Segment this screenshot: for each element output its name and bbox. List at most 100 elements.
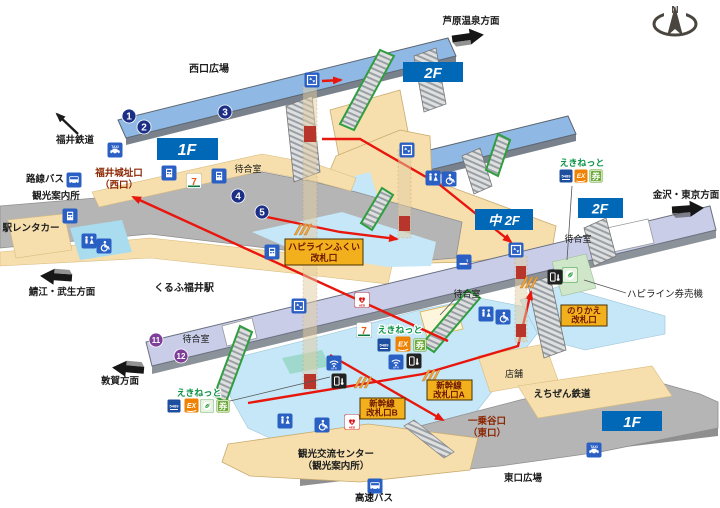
ticket-machine-icon-info: [62, 208, 78, 224]
toilet-icon-west: [81, 233, 97, 249]
ticket-machine-icon-hapiline: [264, 244, 280, 260]
gate-label-line1: ハピラインふくい: [288, 241, 360, 252]
east-ramp: [403, 419, 455, 459]
toilet-icon-mezzanine: [425, 170, 441, 186]
elevator-icon-platform-b: [399, 142, 415, 158]
direction-tsuruga: 敦賀方面: [101, 359, 145, 387]
tourist-center-label-line1: 観光交流センター: [298, 448, 374, 460]
gate-label-line1: 新幹線: [369, 399, 395, 409]
direction-awara: 芦原温泉方面: [442, 15, 500, 48]
west-exit-label-line1: 福井城址口: [94, 167, 143, 179]
escalator-platform-b: [484, 132, 512, 178]
platform-badge-12: 12: [173, 348, 189, 364]
wheelchair-icon-transfer: [495, 309, 511, 325]
ticket-icon: [589, 169, 603, 183]
waiting-room-leader: [439, 298, 456, 316]
route-platform-a: [321, 76, 343, 85]
tourist-center-floor: [221, 423, 479, 483]
gate-label-line1: 新幹線: [436, 381, 462, 391]
aed-icon-platform: [354, 292, 370, 308]
wheelchair-icon-west: [96, 238, 112, 254]
direction-label: 福井鉄道: [55, 134, 95, 146]
wifi-icon-center: [388, 354, 404, 370]
gate-label-line2: 改札口: [571, 315, 597, 325]
platform-badge-3: 3: [217, 104, 233, 120]
platform-number: 3: [222, 108, 228, 119]
car-rental-area: [7, 213, 73, 259]
east-exit-label-line1: 一乗谷口: [468, 415, 506, 427]
platform-number: 12: [177, 352, 186, 361]
ekinet-label: えきねっと: [177, 388, 222, 398]
gate-label-line2: 改札口: [310, 252, 337, 263]
floor-label-east-1f: 1F: [602, 411, 662, 431]
tvm-5489-icon: [377, 338, 391, 352]
gate-label-line1: のりかえ: [567, 306, 601, 316]
direction-label: 鯖江・武生方面: [28, 286, 96, 298]
ticket-machine-icon-west1: [161, 165, 177, 181]
elevator-car: [399, 216, 410, 231]
hapiline-tvm-label: ハピライン券売機: [627, 288, 704, 300]
toilet-icon-transfer: [478, 306, 494, 322]
waiting-room-label-east: 待合室: [564, 233, 591, 244]
taxi-icon-east: [586, 442, 602, 458]
machine-operation-icon-transfer: [547, 269, 563, 285]
ekinet-group-center: えきねっと: [376, 324, 427, 352]
arrow-upleft-icon: [55, 112, 79, 135]
elevator-car: [304, 126, 316, 142]
car-rental-label: 駅レンタカー: [2, 222, 59, 234]
machine-operation-icon-center: [406, 353, 422, 369]
ekinet-group-topright: えきねっと: [558, 157, 606, 261]
platform-number: 11: [152, 336, 161, 345]
stairs-transfer: [527, 275, 567, 359]
elevator-shaft-west: [302, 85, 318, 391]
gate-label-line2: 改札口A: [433, 390, 465, 400]
route-hapiline-gate: [261, 214, 399, 242]
west-exit-label-line2: （西口）: [100, 179, 138, 191]
local-bus-icon: [66, 172, 82, 188]
compass-north-icon: N: [652, 4, 698, 37]
kurufu-station-label: くるふ福井駅: [154, 281, 215, 294]
platform-badge-1: 1: [121, 108, 137, 124]
taxi-icon-west: [107, 142, 123, 158]
tvm-5489-icon: [559, 169, 573, 183]
wheelchair-icon-mezzanine: [441, 171, 457, 187]
elevator-shafts: [302, 85, 528, 391]
green-ticket-machine-icon: [200, 399, 214, 413]
seven-eleven-icon-concourse: [356, 322, 372, 338]
floor-label: 2F: [423, 65, 442, 82]
platform-badge-4: 4: [230, 188, 246, 204]
east-exit-label-line2: （東口）: [468, 427, 506, 439]
ticket-machine-icon-west2: [211, 168, 227, 184]
west-walkway-upper: [91, 153, 357, 208]
shinkansen-gate-a-label: 新幹線 改札口A: [426, 379, 473, 401]
arrow-left-icon: [39, 267, 73, 287]
floor-label-west-1f: 1F: [157, 138, 218, 160]
tourist-center-label-line2: （観光案内所）: [303, 460, 370, 472]
platform-badge-5: 5: [254, 204, 270, 220]
direction-label: 敦賀方面: [101, 375, 140, 387]
waiting-room-label-platform: 待合室: [182, 333, 209, 344]
shinkansen-gate-b-label: 新幹線 改札口B: [359, 397, 406, 420]
elevator-icon-platform-a: [304, 72, 320, 88]
shops-label: 店舗: [505, 368, 523, 379]
ekinet-group-left: えきねっと: [167, 376, 331, 413]
wheelchair-icon-concourse: [314, 417, 330, 433]
route-east-exit: [329, 353, 445, 422]
floor-label: 1F: [178, 142, 198, 159]
east-plaza-label: 東口広場: [503, 472, 543, 484]
platform-badge-2: 2: [136, 119, 152, 135]
west-plaza-label: 西口広場: [189, 62, 229, 75]
wifi-icon-west: [326, 355, 342, 371]
platform-number: 4: [235, 192, 241, 203]
aed-icon-concourse: [344, 414, 360, 430]
ex-icon: [395, 336, 411, 352]
direction-label: 芦原温泉方面: [442, 15, 500, 27]
ekinet-leader-line: [229, 376, 331, 402]
platform-badge-11: 11: [148, 332, 164, 348]
hapiline-gate-label: ハピラインふくい 改札口: [284, 238, 364, 266]
ex-icon: [184, 398, 199, 413]
tourist-info-label: 観光案内所: [32, 190, 80, 202]
ticket-icon: [413, 338, 427, 352]
